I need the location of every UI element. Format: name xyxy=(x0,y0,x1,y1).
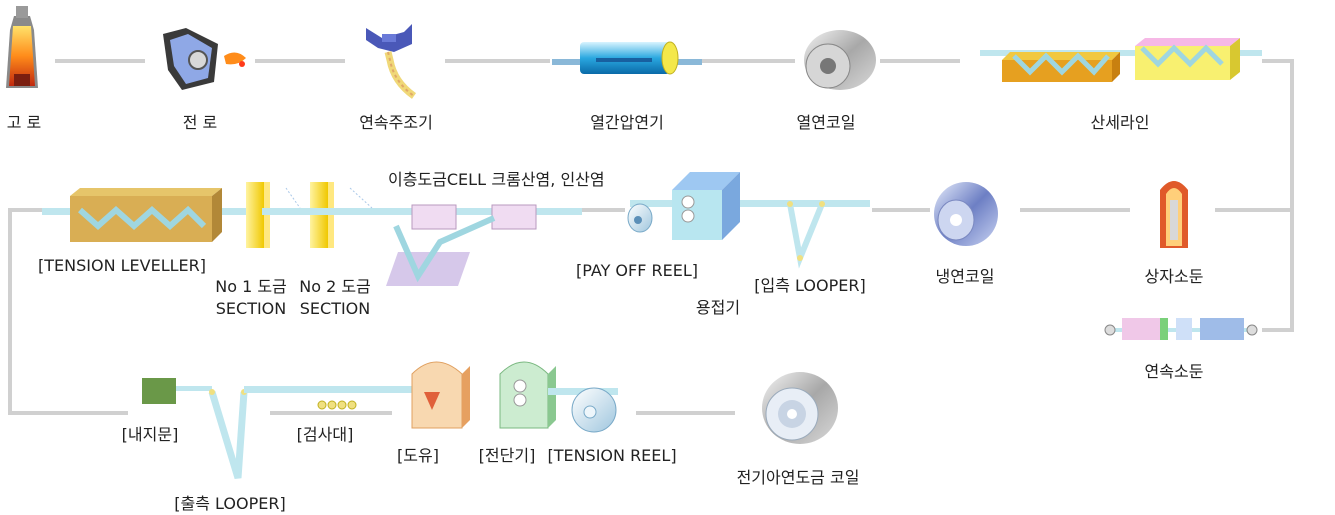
tension-reel-icon xyxy=(548,387,618,433)
label-no1-plating-line1: No 1 도금 xyxy=(215,277,287,296)
cold-rolled-coil-icon xyxy=(934,182,998,246)
flow-lines xyxy=(8,59,1294,415)
label-inspection: [검사대] xyxy=(296,425,354,444)
label-hot-rolling-mill: 열간압연기 xyxy=(590,113,664,132)
label-tension-leveller: [TENSION LEVELLER] xyxy=(38,256,206,275)
pickling-line-icon xyxy=(980,38,1262,82)
label-double-layer-cell: 이층도금CELL xyxy=(388,170,486,189)
hot-rolling-mill-icon xyxy=(552,41,702,75)
hot-rolled-coil-icon xyxy=(804,30,876,90)
label-continuous-annealing: 연속소둔 xyxy=(1144,362,1204,381)
label-entry-looper: [입측 LOOPER] xyxy=(754,276,866,295)
converter-icon xyxy=(163,28,246,90)
label-no2-plating-line1: No 2 도금 xyxy=(299,277,371,296)
label-welder: 용접기 xyxy=(695,298,741,317)
inspection-table-icon xyxy=(317,400,357,410)
tension-leveller-icon xyxy=(42,188,262,242)
label-exit-looper: [출측 LOOPER] xyxy=(174,494,286,513)
entry-looper-icon xyxy=(787,201,825,269)
pay-off-reel-icon xyxy=(627,172,870,240)
label-no1-plating-line2: SECTION xyxy=(215,299,287,318)
oiling-machine-icon xyxy=(411,361,470,429)
shear-icon xyxy=(499,361,556,429)
blast-furnace-icon xyxy=(6,6,38,88)
continuous-caster-icon xyxy=(366,24,417,99)
label-continuous-caster: 연속주조기 xyxy=(359,113,433,132)
chromate-cell-icon xyxy=(386,204,537,286)
label-oiling: [도유] xyxy=(397,446,439,465)
label-hot-rolled-coil: 열연코일 xyxy=(796,113,856,132)
label-no2-plating: No 2 도금 SECTION xyxy=(299,276,371,320)
label-pickling-line: 산세라인 xyxy=(1090,113,1150,132)
fingerprint-coater-icon xyxy=(142,378,212,404)
exit-looper-icon xyxy=(208,386,444,480)
batch-annealing-icon xyxy=(1160,181,1188,248)
label-eg-coil: 전기아연도금 코일 xyxy=(736,468,860,487)
label-cold-rolled-coil: 냉연코일 xyxy=(935,267,995,286)
label-chromate: 크롬산염, 인산염 xyxy=(491,170,605,189)
label-batch-annealing: 상자소둔 xyxy=(1144,267,1204,286)
eg-coil-icon xyxy=(762,372,838,444)
label-fingerprint-resistance: [내지문] xyxy=(121,425,179,444)
label-tension-reel: [TENSION REEL] xyxy=(547,446,677,465)
label-no2-plating-line2: SECTION xyxy=(299,299,371,318)
label-blast-furnace: 고 로 xyxy=(6,113,42,132)
label-no1-plating: No 1 도금 SECTION xyxy=(215,276,287,320)
label-shear: [전단기] xyxy=(478,446,536,465)
continuous-annealing-icon xyxy=(1104,318,1258,340)
label-converter: 전 로 xyxy=(182,113,218,132)
label-pay-off-reel: [PAY OFF REEL] xyxy=(575,261,699,280)
